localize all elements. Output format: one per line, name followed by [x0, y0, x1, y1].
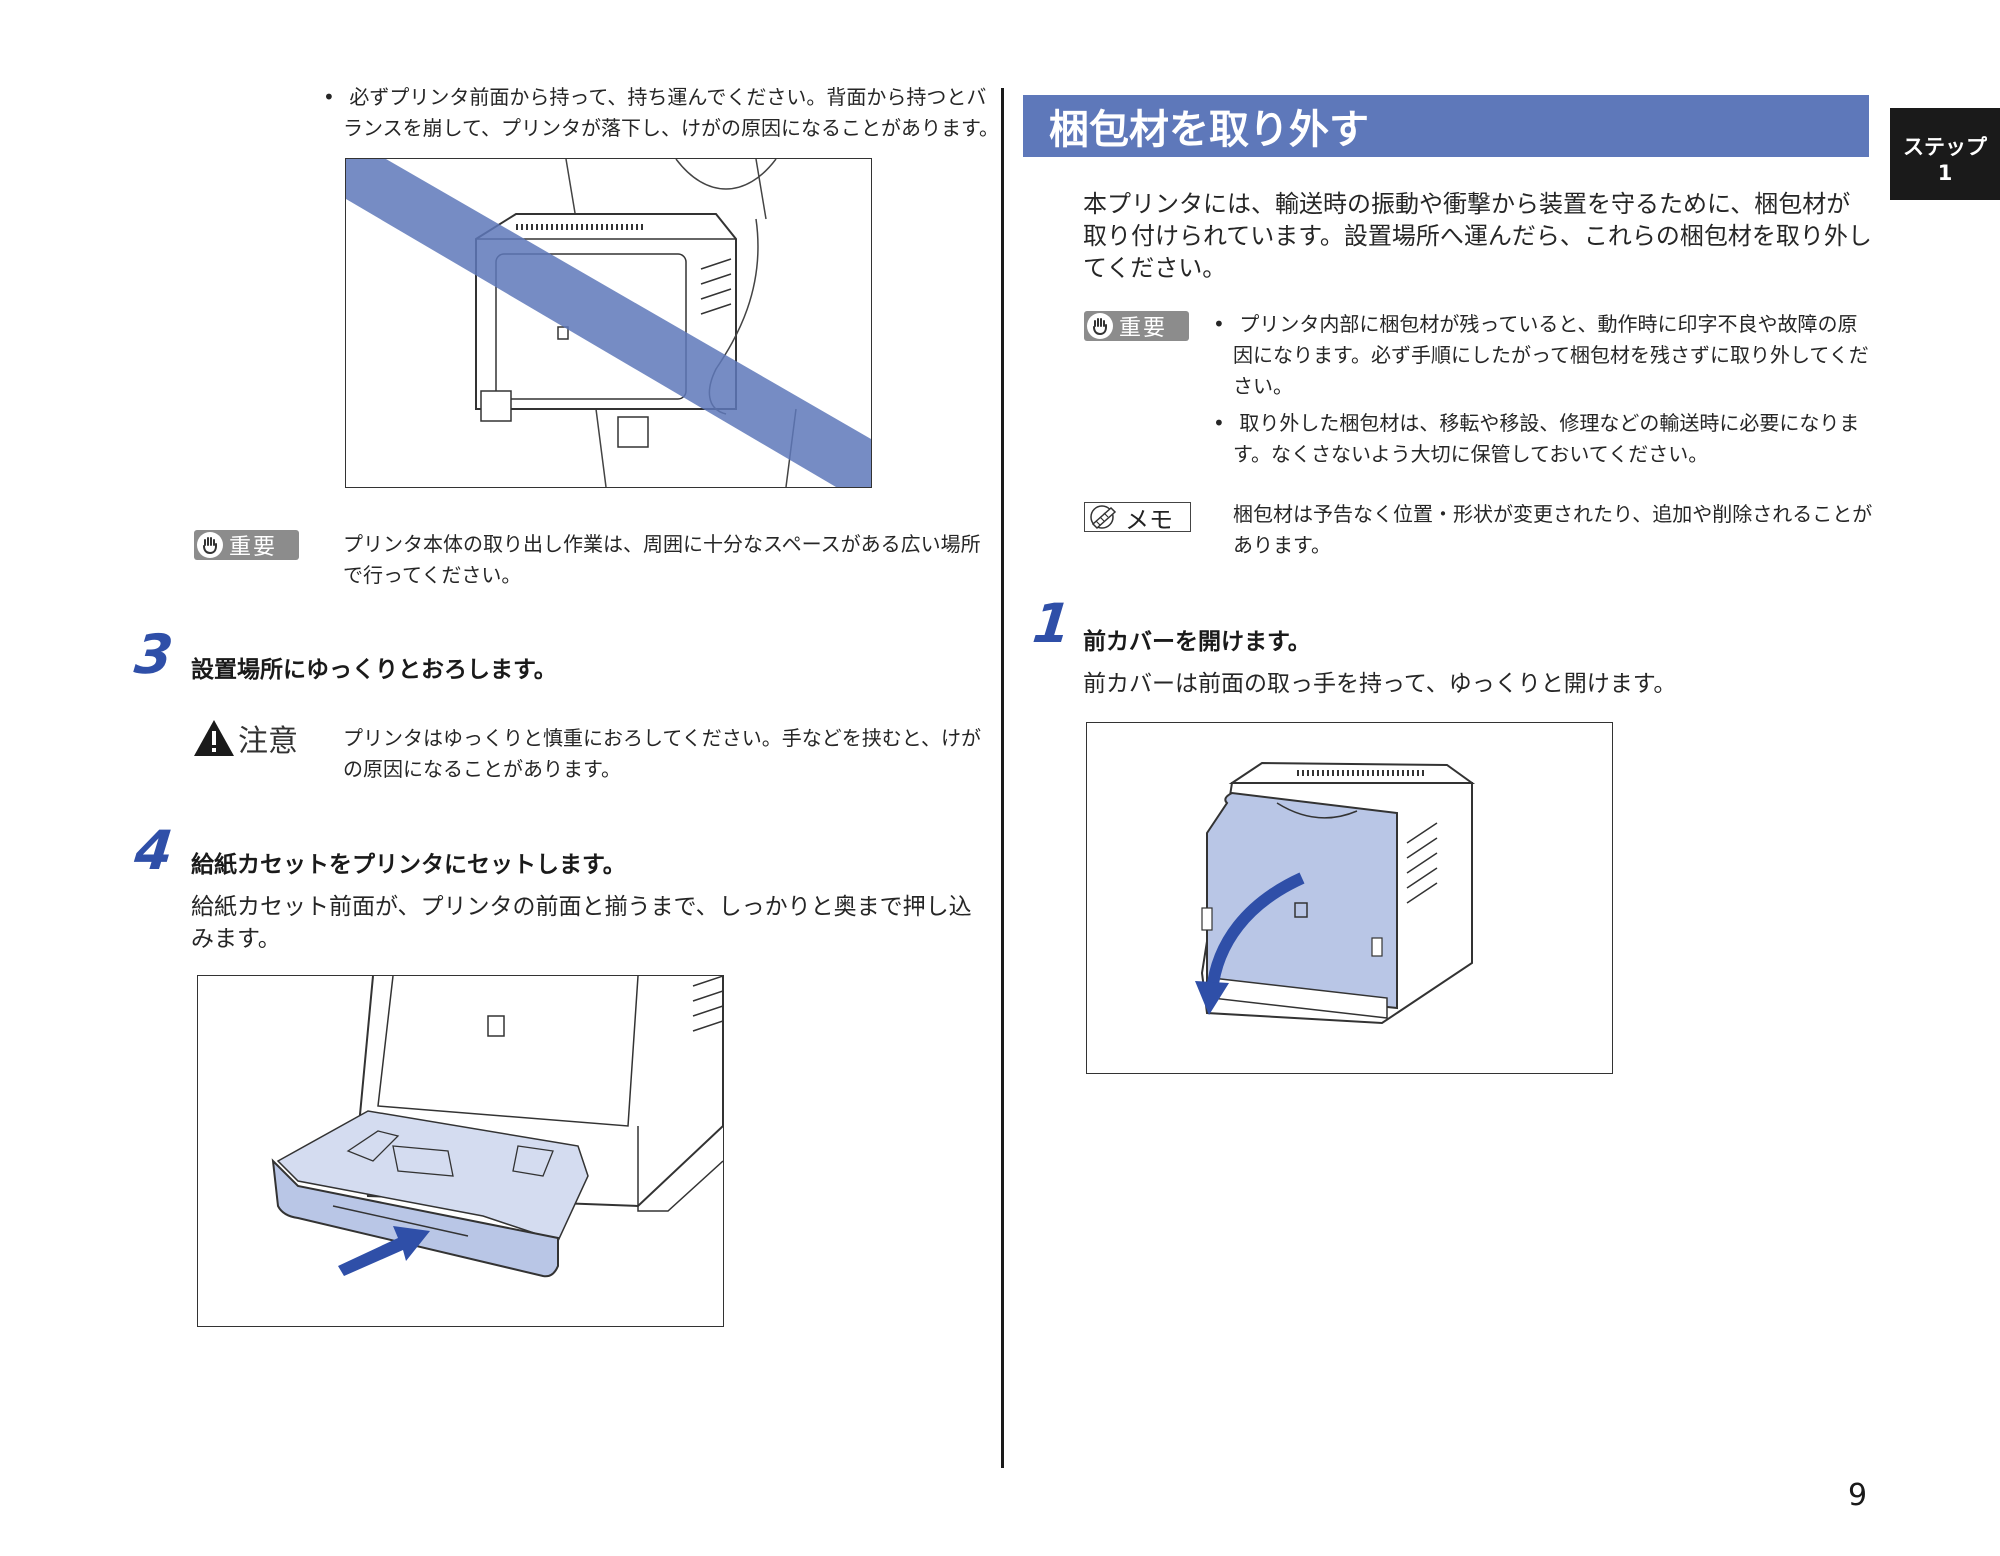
- memo-text: 梱包材は予告なく位置・形状が変更されたり、追加や削除されることがあります。: [1233, 502, 1873, 557]
- important-label-left: 重要: [229, 535, 278, 560]
- figure-open-front-cover: [1086, 722, 1613, 1074]
- figure-carry-printer: [345, 158, 872, 488]
- section-title: 梱包材を取り外す: [1049, 107, 1369, 153]
- step4-description: 給紙カセット前面が、プリンタの前面と揃うまで、しっかりと奥まで押し込みます。: [191, 894, 972, 952]
- important-bullets-right: プリンタ内部に梱包材が残っていると、動作時に印字不良や故障の原因になります。必ず…: [1213, 309, 1873, 470]
- memo-badge: メモ: [1084, 502, 1191, 534]
- important-text-left: プリンタ本体の取り出し作業は、周囲に十分なスペースがある広い場所で行ってください…: [343, 532, 981, 587]
- important-label-right: 重要: [1119, 316, 1168, 341]
- step-title-1: 前カバーを開けます。: [1083, 629, 1311, 655]
- column-divider: [1001, 88, 1004, 1468]
- section-intro: 本プリンタには、輸送時の振動や衝撃から装置を守るために、梱包材が取り付けられてい…: [1083, 190, 1872, 282]
- important-badge-left: 重要: [194, 530, 299, 560]
- step1-description: 前カバーは前面の取っ手を持って、ゆっくりと開けます。: [1083, 671, 1677, 697]
- bullet-carry-front: 必ずプリンタ前面から持って、持ち運んでください。背面から持つとバランスを崩して、…: [323, 82, 1003, 144]
- side-tab-line1: ステップ: [1903, 135, 1987, 159]
- caution-text: プリンタはゆっくりと慎重におろしてください。手などを挟むと、けがの原因になること…: [343, 726, 981, 781]
- caution-label: 注意: [192, 716, 298, 760]
- hand-stop-icon: [197, 532, 223, 558]
- figure-insert-cassette: [197, 975, 724, 1327]
- step-number-4: 4: [131, 819, 176, 882]
- memo-label: メモ: [1125, 505, 1173, 534]
- insert-cassette-illustration: [271, 976, 723, 1278]
- side-tab-line2: 1: [1937, 161, 1953, 185]
- important-bullet-1: プリンタ内部に梱包材が残っていると、動作時に印字不良や故障の原因になります。必ず…: [1213, 309, 1873, 402]
- step-number-1: 1: [1029, 592, 1074, 655]
- carry-printer-illustration: [346, 159, 871, 487]
- important-bullet-1-text: プリンタ内部に梱包材が残っていると、動作時に印字不良や故障の原因になります。必ず…: [1233, 312, 1869, 398]
- pencil-icon: [1090, 505, 1117, 530]
- bullet-carry-front-text: 必ずプリンタ前面から持って、持ち運んでください。背面から持つとバランスを崩して、…: [343, 85, 999, 140]
- hand-stop-icon: [1087, 313, 1113, 339]
- important-bullet-2: 取り外した梱包材は、移転や移設、修理などの輸送時に必要になります。なくさないよう…: [1213, 408, 1873, 470]
- open-front-cover-illustration: [1195, 761, 1476, 1025]
- step-title-4: 給紙カセットをプリンタにセットします。: [191, 852, 626, 878]
- important-bullet-2-text: 取り外した梱包材は、移転や移設、修理などの輸送時に必要になります。なくさないよう…: [1233, 411, 1860, 466]
- caution-label-text: 注意: [238, 724, 298, 759]
- page-number: 9: [1848, 1478, 1868, 1513]
- important-badge-right: 重要: [1084, 311, 1189, 341]
- side-tab-step: ステップ 1: [1890, 108, 2000, 200]
- step-title-3: 設置場所にゆっくりとおろします。: [191, 657, 557, 683]
- section-title-bar: 梱包材を取り外す: [1023, 95, 1869, 157]
- step-number-3: 3: [131, 623, 176, 686]
- warning-triangle-icon: [194, 720, 234, 756]
